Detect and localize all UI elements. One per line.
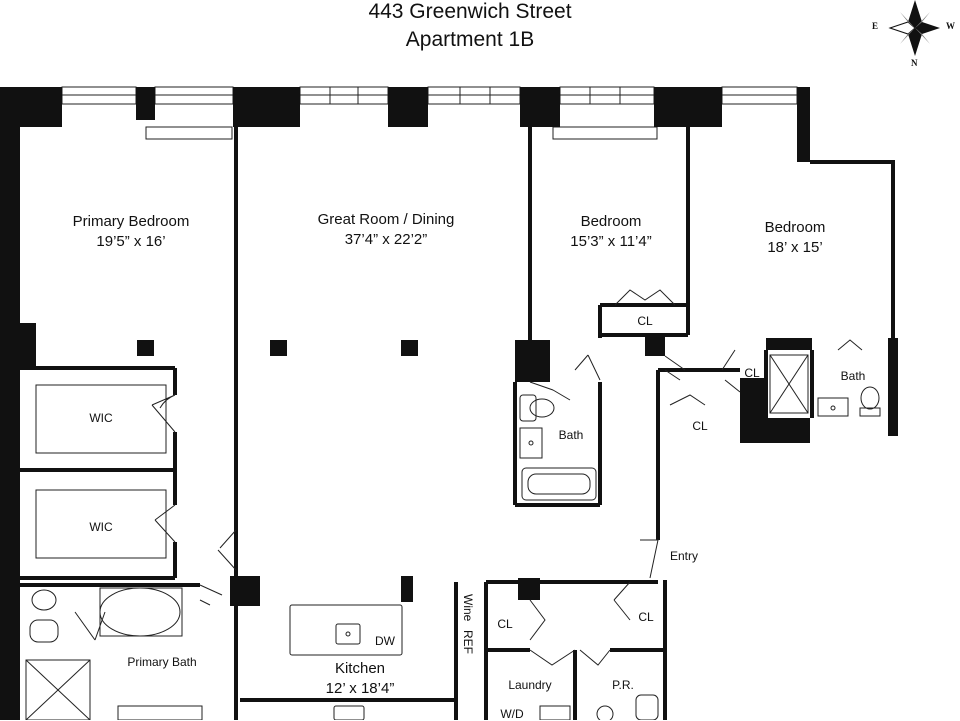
refrigerator-label: REF (461, 630, 475, 654)
structural-walls (0, 87, 898, 720)
fixtures (25, 354, 881, 720)
closet-label: CL (744, 366, 760, 380)
property-address: 443 Greenwich Street (368, 0, 572, 23)
entry-label: Entry (669, 549, 698, 563)
room-dimensions: 18’ x 15’ (767, 239, 823, 256)
bath-label: Bath (840, 369, 866, 383)
unit-title: Apartment 1B (405, 28, 535, 51)
room-dimensions: 37’4” x 22’2” (344, 231, 428, 248)
bath-label: Bath (558, 428, 584, 442)
closet-label: CL (637, 314, 653, 328)
primary-bedroom-label: Primary Bedroom 19’5” x 16’ (51, 212, 211, 252)
room-dimensions: 12’ x 18’4” (325, 680, 395, 697)
kitchen-label: Kitchen 12’ x 18’4” (280, 659, 440, 699)
room-name: Bedroom (764, 219, 826, 236)
dishwasher-label: DW (375, 634, 395, 648)
primary-bath-label: Primary Bath (127, 655, 197, 669)
bedroom-2-label: Bedroom 15’3” x 11’4” (546, 212, 676, 252)
wic-1-label: WIC (89, 411, 113, 425)
laundry-label: Laundry (508, 678, 552, 692)
partitions (20, 127, 895, 720)
room-dimensions: 19’5” x 16’ (96, 233, 166, 250)
compass-east: E (872, 21, 879, 31)
great-room-label: Great Room / Dining 37’4” x 22’2” (296, 210, 476, 250)
room-dimensions: 15’3” x 11’4” (570, 233, 652, 250)
closet-label: CL (497, 617, 513, 631)
room-name: Bedroom (580, 213, 642, 230)
wic-2-label: WIC (89, 520, 113, 534)
room-name: Great Room / Dining (317, 211, 455, 228)
closet-shelves (35, 384, 167, 559)
compass-rose-icon (888, 0, 940, 56)
closet-label: CL (638, 610, 654, 624)
door-swings (74, 289, 863, 666)
room-name: Primary Bedroom (72, 213, 190, 230)
powder-room-label: P.R. (612, 678, 634, 692)
wine-fridge-label: Wine (461, 594, 475, 622)
bedroom-3-label: Bedroom 18’ x 15’ (730, 218, 860, 258)
compass-west: W (946, 21, 955, 31)
washer-dryer-label: W/D (500, 707, 524, 721)
windows (61, 86, 798, 140)
closet-label: CL (692, 419, 708, 433)
compass-north: N (911, 58, 918, 68)
room-name: Kitchen (334, 660, 386, 677)
